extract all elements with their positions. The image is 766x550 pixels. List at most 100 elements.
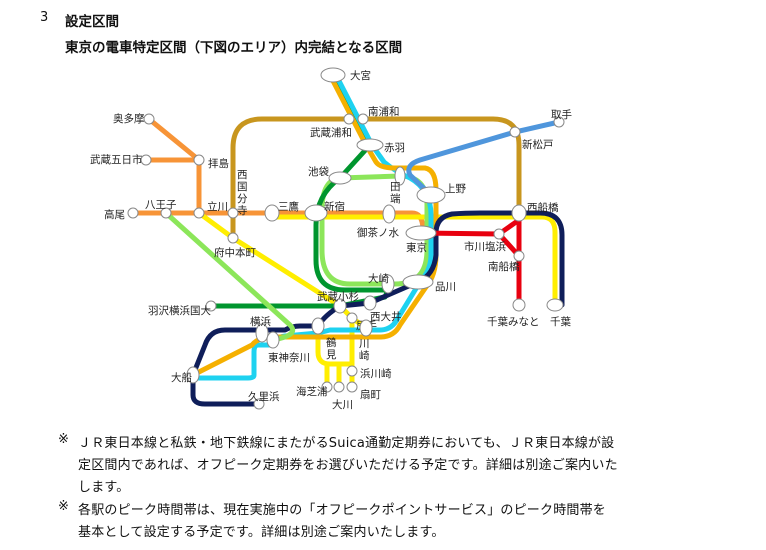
station-marker (311, 317, 325, 335)
station-label: 横浜 (250, 315, 271, 328)
station-label: 西船橋 (527, 201, 559, 214)
station-marker (381, 274, 395, 294)
station-marker (321, 381, 333, 393)
station-label: 三鷹 (278, 200, 299, 213)
station-marker (493, 228, 505, 240)
station-marker (253, 398, 265, 410)
station-marker (264, 204, 280, 222)
station-label: 鶴見 (326, 336, 337, 361)
note-line: 各駅のピーク時間帯は、現在実施中の「オフピークポイントサービス」のピーク時間帯を (78, 503, 607, 518)
station-label: 拝島 (208, 157, 229, 170)
station-marker (513, 250, 525, 262)
section-number: 3 (40, 10, 49, 25)
station-label: 西国分寺 (237, 169, 248, 217)
station-label: 羽沢横浜国大 (148, 304, 211, 317)
station-marker (304, 204, 328, 222)
station-label: 東神奈川 (268, 351, 310, 364)
station-label: 上野 (445, 183, 466, 195)
station-label: 市川塩浜 (464, 240, 506, 253)
station-label: 大崎 (368, 272, 389, 285)
line-joban (406, 119, 562, 198)
station-label: 川崎 (359, 338, 370, 362)
station-label: 武蔵小杉 (317, 290, 359, 303)
station-marker (140, 154, 152, 166)
station-label: 扇町 (360, 388, 381, 401)
station-marker (127, 207, 139, 219)
station-label: 久里浜 (248, 391, 280, 403)
station-label: 西大井 (370, 310, 402, 323)
station-marker (357, 113, 369, 125)
station-marker (509, 126, 521, 138)
station-label: 池袋 (308, 165, 329, 178)
station-marker (266, 331, 280, 349)
station-label: 府中本町 (214, 246, 256, 259)
station-label: 浜川崎 (360, 367, 392, 380)
station-label: 大宮 (350, 69, 371, 82)
station-marker (333, 298, 347, 314)
station-marker (416, 186, 446, 204)
station-marker (343, 113, 355, 125)
station-label: 海芝浦 (296, 385, 328, 398)
station-label: 南浦和 (368, 105, 400, 118)
station-label: 新松戸 (522, 138, 554, 151)
station-marker (363, 295, 377, 311)
station-label: 千葉 (550, 315, 571, 328)
station-marker (405, 225, 437, 241)
station-marker (382, 204, 396, 224)
station-marker (227, 232, 239, 244)
station-label: 八王子 (145, 199, 177, 211)
station-marker (356, 138, 384, 152)
station-label: 武蔵五日市 (90, 153, 143, 166)
section-subtitle: 東京の電車特定区間（下図のエリア）内完結となる区間 (65, 40, 403, 56)
line-sobu (269, 214, 558, 308)
station-marker (143, 113, 155, 125)
station-marker (402, 274, 434, 290)
station-marker (205, 300, 217, 312)
line-yokohama (163, 210, 296, 343)
station-marker (227, 207, 239, 219)
station-marker (320, 67, 346, 83)
station-marker (553, 116, 565, 128)
station-label: 武蔵浦和 (310, 126, 352, 139)
line-sobu (315, 323, 355, 367)
station-label: 赤羽 (384, 142, 405, 154)
note-line: 基本として設定する予定です。詳細は別途ご案内いたします。 (78, 525, 445, 540)
station-marker (160, 207, 172, 219)
station-marker (346, 365, 358, 377)
station-label: 品川 (435, 281, 456, 293)
station-marker (333, 381, 345, 393)
note-line: します。 (78, 480, 130, 495)
station-label: 南船橋 (488, 260, 520, 273)
station-marker (511, 204, 527, 222)
station-marker (394, 166, 406, 186)
station-marker (328, 171, 352, 185)
note-line: ＪＲ東日本線と私鉄・地下鉄線にまたがるSuica通勤定期券においても、ＪＲ東日本… (78, 436, 615, 451)
station-label: 東京 (406, 241, 427, 254)
note-mark: ※ (58, 432, 69, 447)
note-mark: ※ (58, 499, 69, 514)
station-marker (193, 207, 205, 219)
station-label: 奥多摩 (113, 112, 145, 125)
station-label: 田端 (390, 181, 401, 205)
station-marker (346, 381, 358, 393)
station-label: 大船 (171, 371, 192, 384)
station-marker (546, 298, 564, 312)
section-title: 設定区間 (65, 14, 119, 30)
station-marker (359, 319, 373, 337)
station-label: 新宿 (324, 200, 345, 213)
note-line: 定区間内であれば、オフピーク定期券をお選びいただける予定です。詳細は別途ご案内い… (78, 458, 618, 473)
station-label: 高尾 (104, 208, 125, 221)
station-label: 取手 (551, 108, 572, 121)
station-label: 立川 (207, 200, 228, 213)
station-marker (255, 323, 269, 343)
line-yokosuka (418, 210, 565, 308)
station-label: 千葉みなと (487, 315, 540, 328)
station-marker (346, 312, 358, 324)
station-label: 大川 (332, 398, 353, 411)
station-marker (186, 366, 200, 384)
station-marker (193, 154, 205, 166)
station-label: 御茶ノ水 (357, 226, 399, 239)
station-marker (512, 298, 526, 312)
line-saikyo (313, 72, 391, 309)
